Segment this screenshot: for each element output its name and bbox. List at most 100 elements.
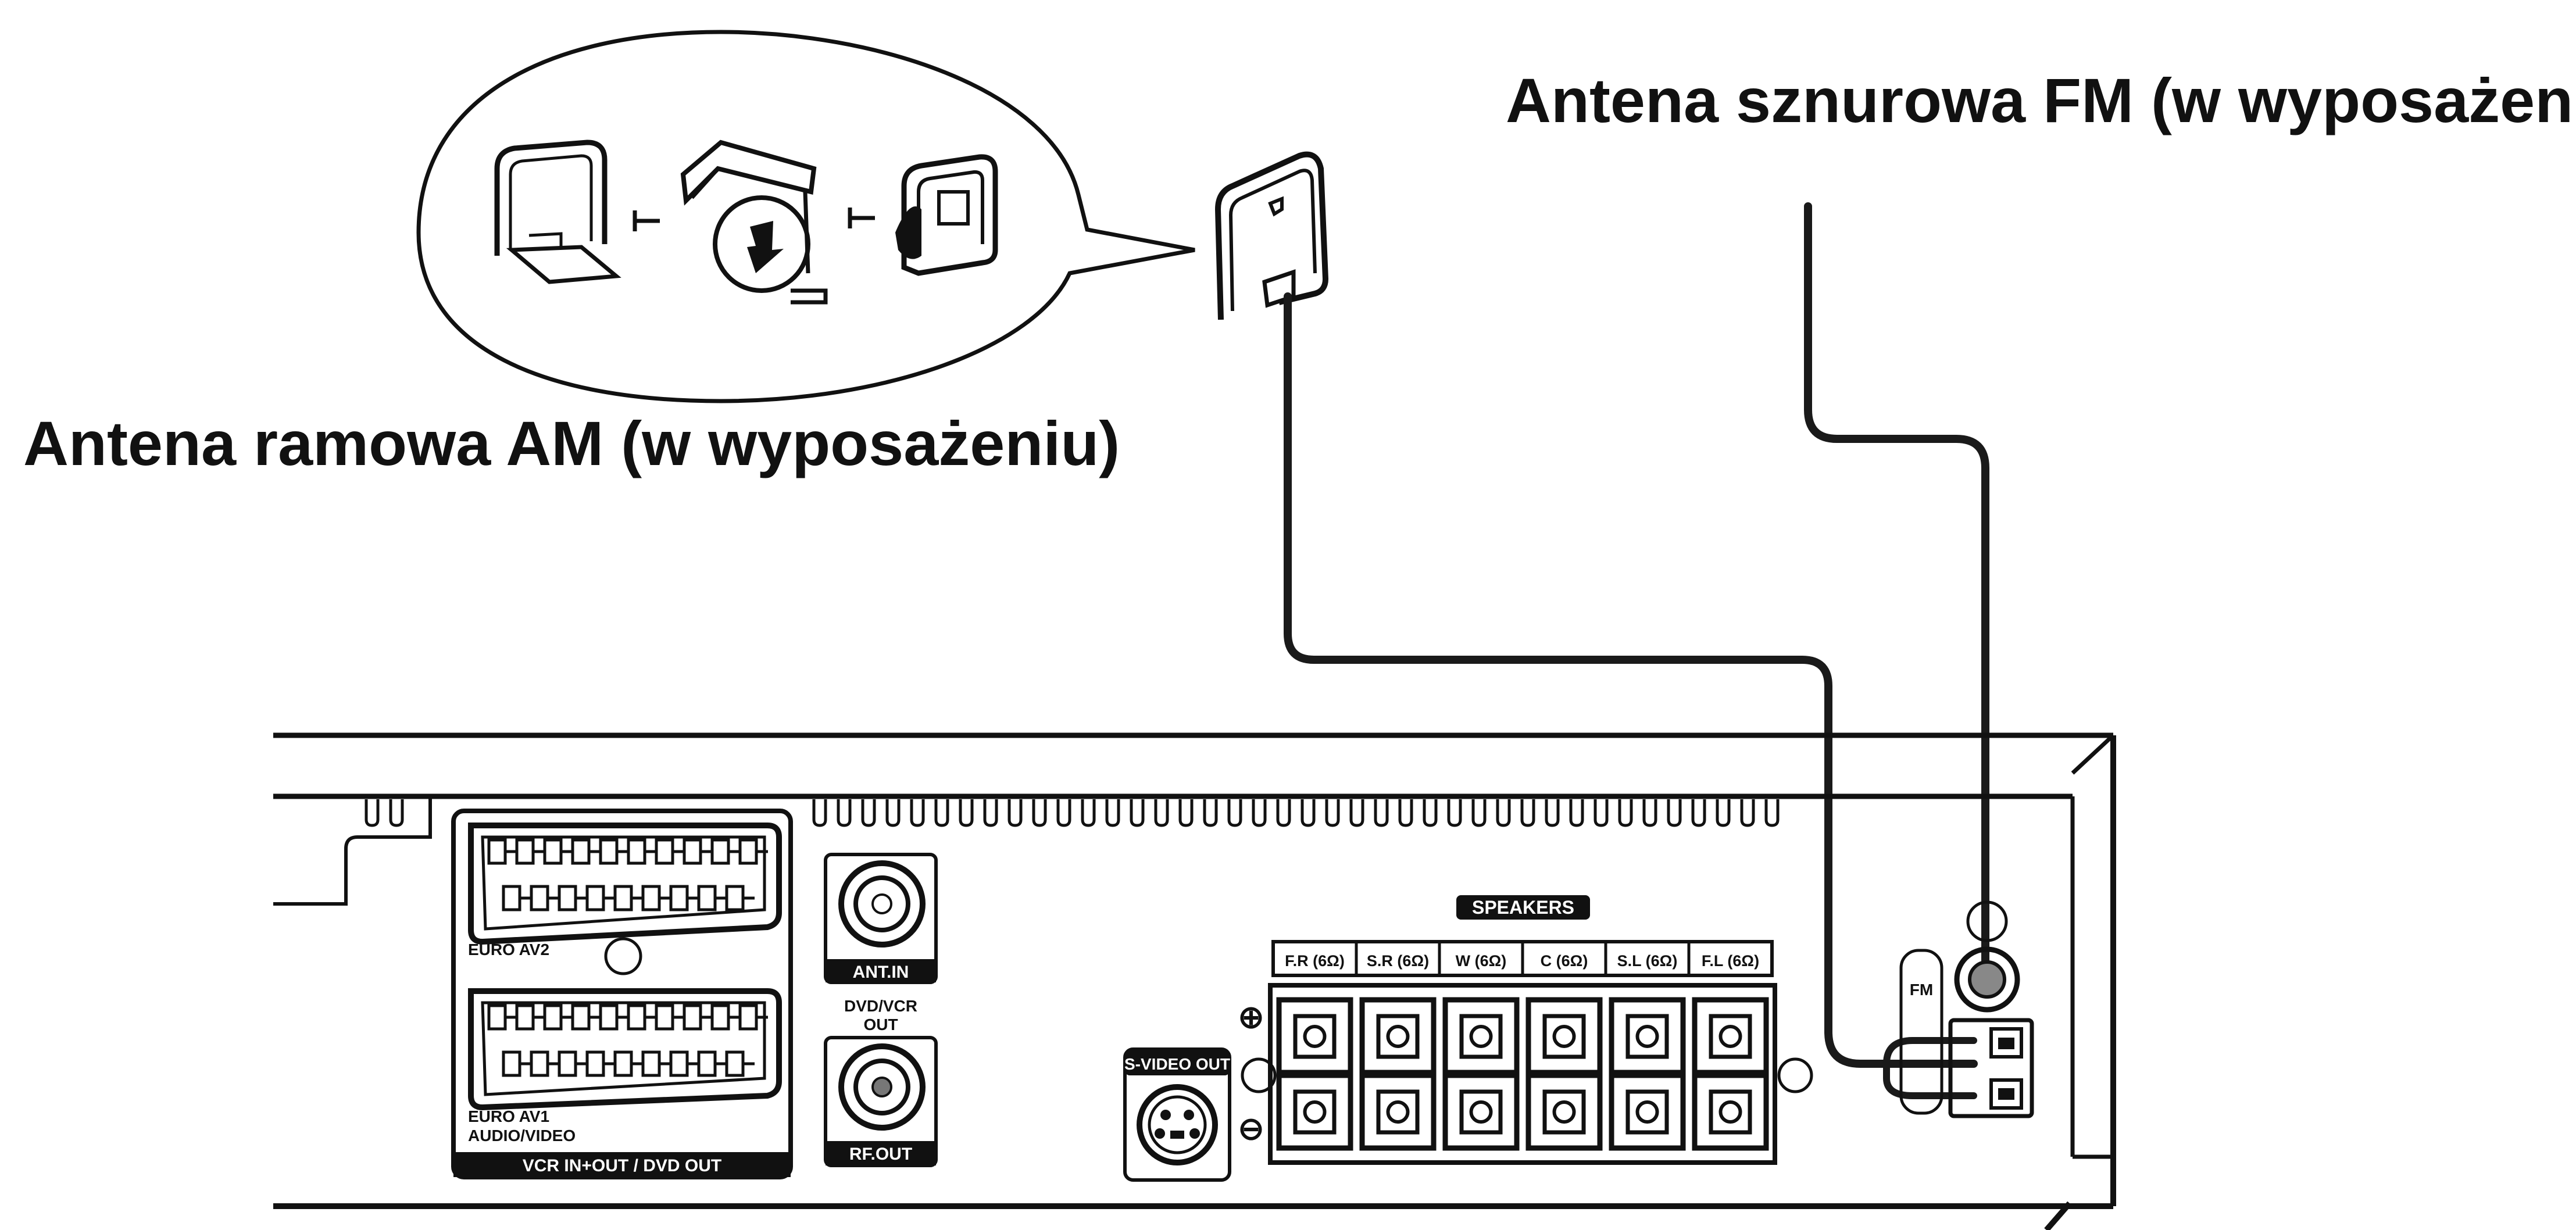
- vent-slot: [1642, 799, 1657, 827]
- scart-pin: [571, 838, 591, 865]
- vent-slot: [885, 799, 901, 827]
- speaker-terminal[interactable]: [1609, 997, 1686, 1075]
- step-arrow-icon: [633, 210, 660, 231]
- scart-pin: [641, 1050, 661, 1077]
- vent-slot: [1154, 799, 1169, 827]
- vent-slot: [934, 799, 949, 827]
- scart-pin: [487, 1004, 507, 1031]
- speaker-terminal[interactable]: [1692, 1072, 1769, 1151]
- scart-pin: [543, 838, 563, 865]
- speaker-terminal[interactable]: [1442, 997, 1520, 1075]
- scart-pin: [725, 885, 745, 911]
- vent-slot: [1447, 799, 1462, 827]
- am-antenna-terminal[interactable]: [1948, 1018, 2034, 1118]
- scart-pin: [738, 838, 758, 865]
- speaker-terminal[interactable]: [1276, 1072, 1353, 1151]
- fm-antenna-jack[interactable]: [1954, 946, 2020, 1013]
- mounting-hole: [604, 937, 642, 975]
- s-video-out-label: S-VIDEO OUT: [1124, 1055, 1230, 1073]
- s-video-out-jack[interactable]: [1123, 1047, 1231, 1182]
- scart-pin: [515, 838, 535, 865]
- speaker-terminal[interactable]: [1525, 1072, 1603, 1151]
- euro-av2-scart-port[interactable]: [468, 823, 782, 945]
- speaker-terminal[interactable]: [1442, 1072, 1520, 1151]
- scart-pin: [599, 1004, 619, 1031]
- scart-pin: [543, 1004, 563, 1031]
- scart-pin: [683, 838, 702, 865]
- vent-slot: [1276, 799, 1291, 827]
- scart-pin: [683, 1004, 702, 1031]
- fm-antenna-caption: Antena sznurowa FM (w wyposażeniu): [1506, 65, 2576, 135]
- vent-slot: [1252, 799, 1267, 827]
- speaker-channel-label: S.L (6Ω): [1617, 952, 1678, 970]
- scart-pin: [613, 885, 633, 911]
- scart-pin: [558, 885, 577, 911]
- fm-antenna-cable: [1804, 202, 1989, 981]
- speaker-channel-label: S.R (6Ω): [1367, 952, 1429, 970]
- speaker-terminal[interactable]: [1276, 997, 1353, 1075]
- speakers-block: SPEAKERS F.R (6Ω)S.R (6Ω)W (6Ω)C (6Ω)S.L…: [1238, 895, 1813, 1165]
- vent-slot: [1667, 799, 1682, 827]
- step-arrow-icon: [848, 208, 875, 228]
- euro-av2-label: EURO AV2: [468, 941, 549, 959]
- scart-pin: [710, 1004, 730, 1031]
- ventilation-slots: [365, 799, 1780, 827]
- mounting-hole: [1241, 1057, 1277, 1093]
- scart-pin: [613, 1050, 633, 1077]
- speaker-channel-label: F.L (6Ω): [1702, 952, 1759, 970]
- vcr-in-out-label: VCR IN+OUT / DVD OUT: [523, 1156, 722, 1175]
- speaker-channel-label: F.R (6Ω): [1285, 952, 1345, 970]
- speaker-channel-label: W (6Ω): [1456, 952, 1507, 970]
- scart-pin: [725, 1050, 745, 1077]
- speaker-terminal[interactable]: [1525, 997, 1603, 1075]
- ant-in-jack[interactable]: [824, 853, 938, 984]
- am-antenna-assembled-icon: [494, 140, 621, 284]
- vent-slot: [1471, 799, 1487, 827]
- speaker-terminal[interactable]: [1359, 997, 1437, 1075]
- scart-pin: [599, 838, 619, 865]
- vent-slot: [1349, 799, 1364, 827]
- speaker-channel-label: C (6Ω): [1541, 952, 1588, 970]
- ant-in-label: ANT.IN: [853, 963, 909, 982]
- vent-slot: [959, 799, 974, 827]
- scart-pin: [585, 1050, 605, 1077]
- vent-slot: [1032, 799, 1047, 827]
- vent-slot: [1691, 799, 1706, 827]
- speaker-terminals[interactable]: [1276, 997, 1769, 1151]
- scart-pin: [641, 885, 661, 911]
- speaker-terminal[interactable]: [1692, 997, 1769, 1075]
- vent-slot: [1203, 799, 1218, 827]
- fm-label-plate: [1899, 949, 1943, 1115]
- scart-pin: [558, 1050, 577, 1077]
- scart-pin: [669, 885, 689, 911]
- vent-slot: [1618, 799, 1633, 827]
- fm-label: FM: [1910, 981, 1933, 999]
- rf-out-label: RF.OUT: [849, 1145, 912, 1164]
- scart-pin: [655, 838, 674, 865]
- dvd-vcr-out-sub-label: OUT: [863, 1016, 898, 1034]
- vent-slot: [983, 799, 998, 827]
- plus-terminal-sign: ⊕: [1238, 1000, 1264, 1035]
- scart-pin: [515, 1004, 535, 1031]
- vent-slot: [837, 799, 852, 827]
- vent-slot: [1105, 799, 1120, 827]
- am-antenna-caption: Antena ramowa AM (w wyposażeniu): [23, 408, 1120, 478]
- am-antenna-cable: [1284, 292, 1978, 1068]
- scart-pin: [669, 1050, 689, 1077]
- am-antenna-base-insert-icon: [680, 140, 828, 305]
- rf-out-jack[interactable]: [824, 1036, 938, 1167]
- vent-slot: [1398, 799, 1413, 827]
- scart-pin: [710, 838, 730, 865]
- speaker-terminal[interactable]: [1609, 1072, 1686, 1151]
- vent-slot: [1300, 799, 1316, 827]
- vent-slot: [1740, 799, 1755, 827]
- scart-pin: [571, 1004, 591, 1031]
- speaker-terminal[interactable]: [1359, 1072, 1437, 1151]
- scart-pin: [530, 885, 549, 911]
- scart-pin: [627, 838, 646, 865]
- vent-slot: [1545, 799, 1560, 827]
- vent-slot: [365, 799, 380, 827]
- vent-slot: [910, 799, 925, 827]
- vent-slot: [1081, 799, 1096, 827]
- euro-av1-scart-port[interactable]: [468, 988, 782, 1111]
